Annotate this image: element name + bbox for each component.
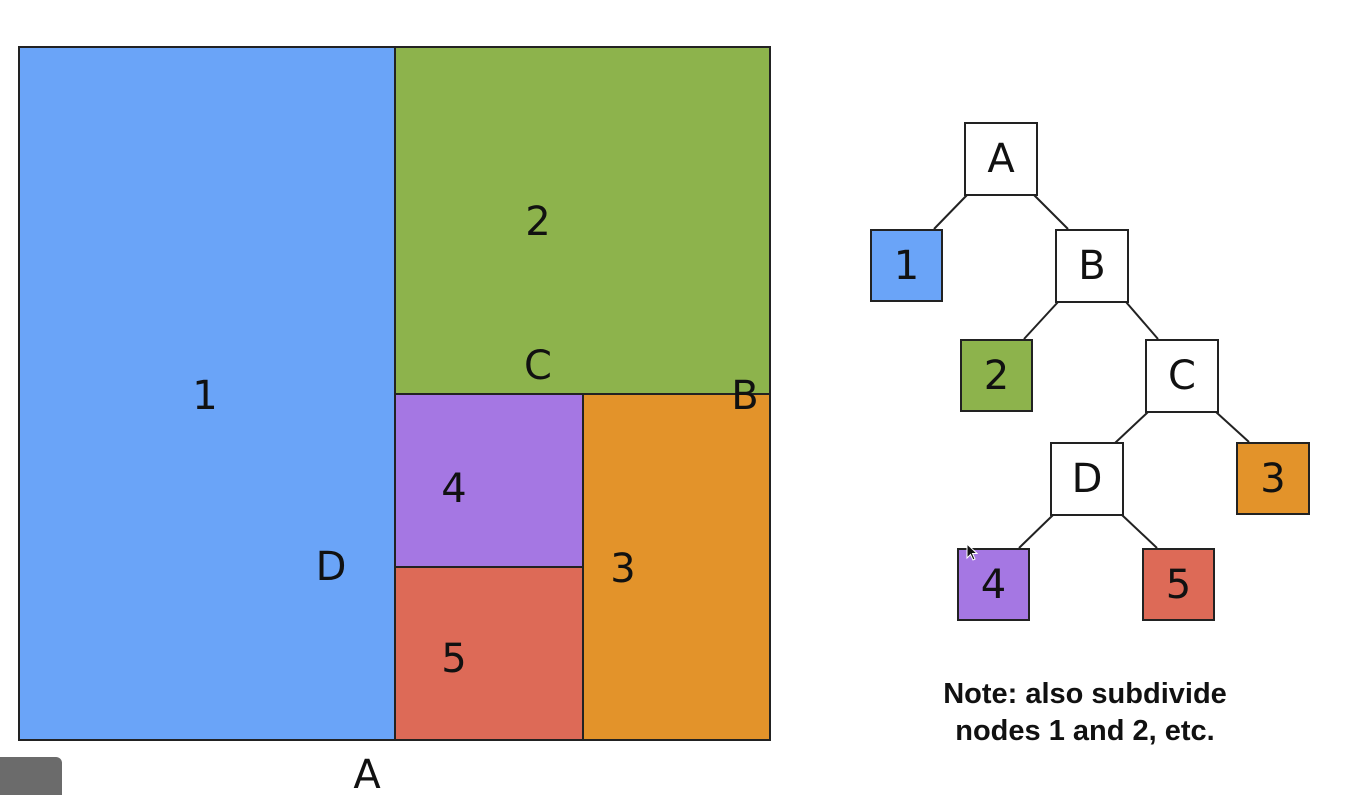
tree-node-c: C: [1145, 339, 1219, 413]
split-label-d: D: [315, 544, 347, 590]
tree-node-5: 5: [1142, 548, 1215, 621]
tree-node-b: B: [1055, 229, 1129, 303]
corner-thumbnail: [0, 757, 62, 795]
region-1: [18, 46, 396, 741]
region-label-5: 5: [441, 636, 467, 682]
region-5: [394, 566, 584, 741]
edge-b-c: [1125, 301, 1159, 340]
tree-node-2: 2: [960, 339, 1033, 412]
note-text: Note: also subdivide nodes 1 and 2, etc.: [890, 676, 1280, 750]
region-label-3: 3: [610, 546, 636, 592]
split-label-b: B: [731, 373, 759, 419]
tree-node-a: A: [964, 122, 1038, 196]
edge-b-2: [1023, 301, 1059, 340]
partition-diagram: 1 2 4 5 3 C B D: [18, 46, 771, 741]
region-label-1: 1: [192, 373, 218, 419]
region-label-4: 4: [441, 466, 467, 512]
tree-node-d: D: [1050, 442, 1124, 516]
tree-node-1: 1: [870, 229, 943, 302]
edge-a-b: [1033, 194, 1069, 230]
region-3: [582, 393, 771, 741]
edge-d-4: [1018, 514, 1054, 549]
tree-node-3: 3: [1236, 442, 1310, 515]
edge-c-3: [1215, 411, 1250, 443]
region-label-2: 2: [525, 199, 551, 245]
mouse-cursor-icon: [966, 543, 978, 561]
tree-node-4: 4: [957, 548, 1030, 621]
region-4: [394, 393, 584, 568]
note-line-1: Note: also subdivide: [943, 678, 1227, 710]
region-2: [394, 46, 771, 395]
edge-a-1: [933, 194, 968, 230]
edge-d-5: [1121, 514, 1158, 549]
note-line-2: nodes 1 and 2, etc.: [955, 715, 1215, 747]
split-label-c: C: [524, 343, 552, 389]
split-label-a: A: [353, 752, 381, 795]
edge-c-d: [1114, 411, 1149, 444]
